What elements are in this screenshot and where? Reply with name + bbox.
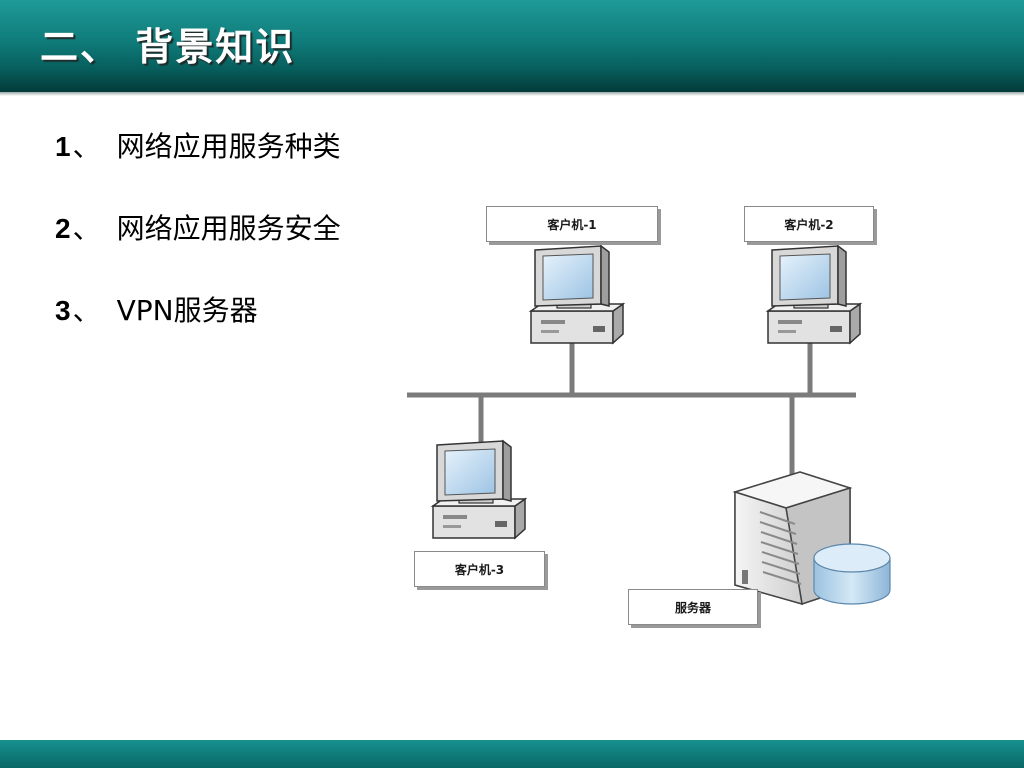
footer-bar — [0, 740, 1024, 768]
computer-icon — [530, 245, 624, 344]
bullet-list: 1 、 网络应用服务种类 2 、 网络应用服务安全 3 、 VPN服务器 — [55, 125, 341, 371]
list-item: 1 、 网络应用服务种类 — [55, 125, 341, 207]
list-item: 2 、 网络应用服务安全 — [55, 207, 341, 289]
list-item-separator: 、 — [72, 130, 101, 163]
list-item-number: 3 — [55, 295, 71, 326]
computer-icon — [767, 245, 861, 344]
list-item: 3 、 VPN服务器 — [55, 289, 341, 371]
client1-label: 客户机-1 — [486, 206, 658, 242]
slide-title: 二、 背景知识 — [40, 24, 296, 69]
list-item-number: 1 — [55, 131, 71, 162]
list-item-separator: 、 — [72, 294, 101, 327]
database-icon — [813, 543, 891, 605]
list-item-text: VPN服务器 — [116, 294, 258, 327]
client2-label: 客户机-2 — [744, 206, 874, 242]
server-label: 服务器 — [628, 589, 758, 625]
list-item-number: 2 — [55, 213, 71, 244]
list-item-text: 网络应用服务安全 — [116, 212, 341, 245]
title-bar: 二、 背景知识 — [0, 0, 1024, 95]
computer-icon — [432, 440, 526, 539]
client3-label: 客户机-3 — [414, 551, 545, 587]
list-item-separator: 、 — [72, 212, 101, 245]
title-bar-shadow — [0, 92, 1024, 96]
list-item-text: 网络应用服务种类 — [116, 130, 341, 163]
